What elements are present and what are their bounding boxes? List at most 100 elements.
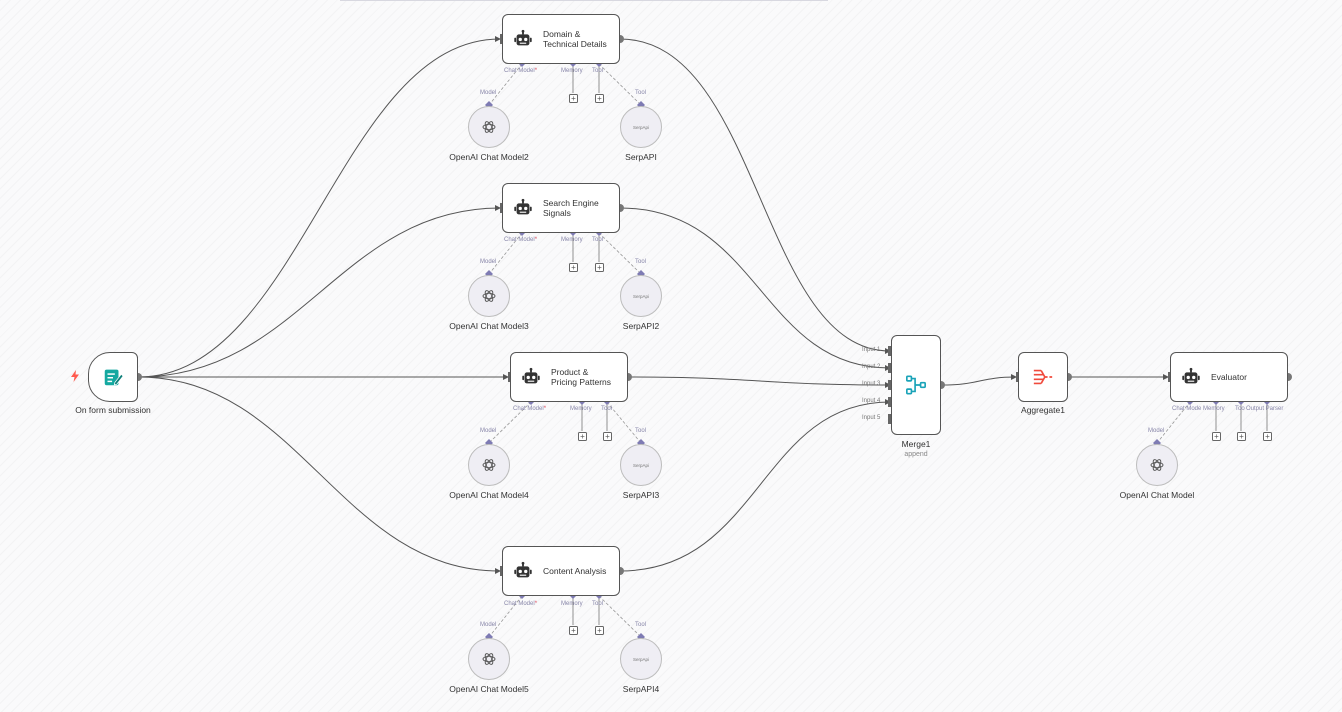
openai-icon xyxy=(482,459,496,471)
port-label-chat-model: Chat Model* xyxy=(504,601,538,607)
serpapi-node[interactable]: SerpApi xyxy=(620,444,662,486)
port-label-memory: Memory xyxy=(570,406,592,412)
connection-search-to-merge xyxy=(619,207,891,371)
agent-title: Product & Pricing Patterns xyxy=(551,366,611,388)
add-tool-button[interactable]: + xyxy=(1237,432,1246,441)
evaluator-subconnections xyxy=(1156,401,1268,444)
tool-label: SerpAPI2 xyxy=(622,321,660,331)
agent-node-product-pricing[interactable]: Product & Pricing Patterns xyxy=(510,352,628,402)
openai-model-node[interactable] xyxy=(468,275,510,317)
tool-label: SerpAPI4 xyxy=(622,684,660,694)
merge-input-5-label: Input 5 xyxy=(862,415,881,421)
merge-input-3-label: Input 3 xyxy=(862,381,881,387)
openai-icon xyxy=(482,290,496,302)
model-port-label: Model xyxy=(480,90,497,96)
connection-product-to-merge xyxy=(627,376,891,388)
port-label-memory: Memory xyxy=(561,68,583,74)
form-trigger-node[interactable] xyxy=(88,352,138,402)
merge-input-1-label: Input 1 xyxy=(862,347,881,353)
merge-input-4-label: Input 4 xyxy=(862,398,881,404)
add-tool-button[interactable]: + xyxy=(603,432,612,441)
openai-model-node[interactable] xyxy=(468,106,510,148)
serpapi-node[interactable]: SerpApi xyxy=(620,275,662,317)
port-label-chat-model: Chat Mode xyxy=(1172,406,1202,412)
agent-title: Search Engine Signals xyxy=(543,197,599,219)
tool-port-label: Tool xyxy=(635,622,647,628)
serpapi-node[interactable]: SerpApi xyxy=(620,106,662,148)
port-label-output-parser: Output Parser xyxy=(1246,406,1284,412)
merge-node[interactable] xyxy=(891,335,941,435)
port-label-tool: Tool xyxy=(601,406,613,412)
connection-trigger-to-search xyxy=(137,205,501,378)
add-tool-button[interactable]: + xyxy=(595,263,604,272)
model-port-label: Model xyxy=(1148,428,1165,434)
output-handles xyxy=(134,35,1292,575)
robot-icon xyxy=(514,29,532,46)
model-label: OpenAI Chat Model5 xyxy=(449,684,529,694)
openai-model-node[interactable] xyxy=(468,444,510,486)
agent-title: Content Analysis xyxy=(543,565,607,576)
model-port-label: Model xyxy=(480,259,497,265)
add-tool-button[interactable]: + xyxy=(595,626,604,635)
robot-icon xyxy=(514,561,532,578)
aggregate-node[interactable] xyxy=(1018,352,1068,402)
trigger-bolt-icon xyxy=(71,370,79,382)
port-label-tool: Tool xyxy=(592,601,604,607)
agent-title: Domain & Technical Details xyxy=(543,28,607,50)
form-icon xyxy=(104,369,124,386)
robot-icon xyxy=(514,198,532,215)
openai-model-node[interactable] xyxy=(468,638,510,680)
agent-subconnections-3 xyxy=(488,401,642,444)
connection-trigger-to-content xyxy=(137,376,501,574)
openai-icon xyxy=(482,121,496,133)
serpapi-badge: SerpApi xyxy=(632,124,649,130)
port-label-memory: Memory xyxy=(561,237,583,243)
evaluator-title: Evaluator xyxy=(1211,371,1247,382)
add-memory-button[interactable]: + xyxy=(569,94,578,103)
connection-merge-to-aggregate xyxy=(940,374,1017,386)
agent-subconnections-1 xyxy=(488,63,642,106)
agent-node-search-engine[interactable]: Search Engine Signals xyxy=(502,183,620,233)
add-memory-button[interactable]: + xyxy=(569,626,578,635)
connection-trigger-to-domain xyxy=(137,36,501,378)
model-port-label: Model xyxy=(480,622,497,628)
port-label-tool: Too xyxy=(1235,406,1245,412)
model-label: OpenAI Chat Model4 xyxy=(449,490,529,500)
tool-port-label: Tool xyxy=(635,90,647,96)
tool-label: SerpAPI xyxy=(625,152,657,162)
agent-node-domain-technical[interactable]: Domain & Technical Details xyxy=(502,14,620,64)
connection-domain-to-merge xyxy=(619,38,891,354)
port-label-chat-model: Chat Model* xyxy=(504,237,538,243)
add-memory-button[interactable]: + xyxy=(578,432,587,441)
serpapi-badge: SerpApi xyxy=(632,656,649,662)
serpapi-badge: SerpApi xyxy=(632,462,649,468)
merge-mode-label: append xyxy=(904,451,928,458)
trigger-label: On form submission xyxy=(75,405,151,415)
openai-model-node[interactable] xyxy=(1136,444,1178,486)
model-label: OpenAI Chat Model3 xyxy=(449,321,529,331)
tool-port-label: Tool xyxy=(635,259,647,265)
openai-icon xyxy=(482,653,496,665)
aggregate-icon xyxy=(1033,369,1053,385)
add-memory-button[interactable]: + xyxy=(569,263,578,272)
evaluator-node[interactable]: Evaluator xyxy=(1170,352,1288,402)
port-label-chat-model: Chat Model* xyxy=(513,406,547,412)
tool-port-label: Tool xyxy=(635,428,647,434)
add-tool-button[interactable]: + xyxy=(595,94,604,103)
merge-label: Merge1 xyxy=(901,439,931,449)
robot-icon xyxy=(522,367,540,384)
port-label-chat-model: Chat Model* xyxy=(504,68,538,74)
model-port-label: Model xyxy=(480,428,497,434)
merge-input-2-label: Input 2 xyxy=(862,364,881,370)
serpapi-badge: SerpApi xyxy=(632,293,649,299)
connection-content-to-merge xyxy=(619,399,891,572)
serpapi-node[interactable]: SerpApi xyxy=(620,638,662,680)
agent-node-content-analysis[interactable]: Content Analysis xyxy=(502,546,620,596)
model-label: OpenAI Chat Model2 xyxy=(449,152,529,162)
model-label: OpenAI Chat Model xyxy=(1119,490,1195,500)
add-memory-button[interactable]: + xyxy=(1212,432,1221,441)
add-output-parser-button[interactable]: + xyxy=(1263,432,1272,441)
canvas-top-edge xyxy=(340,0,828,1)
